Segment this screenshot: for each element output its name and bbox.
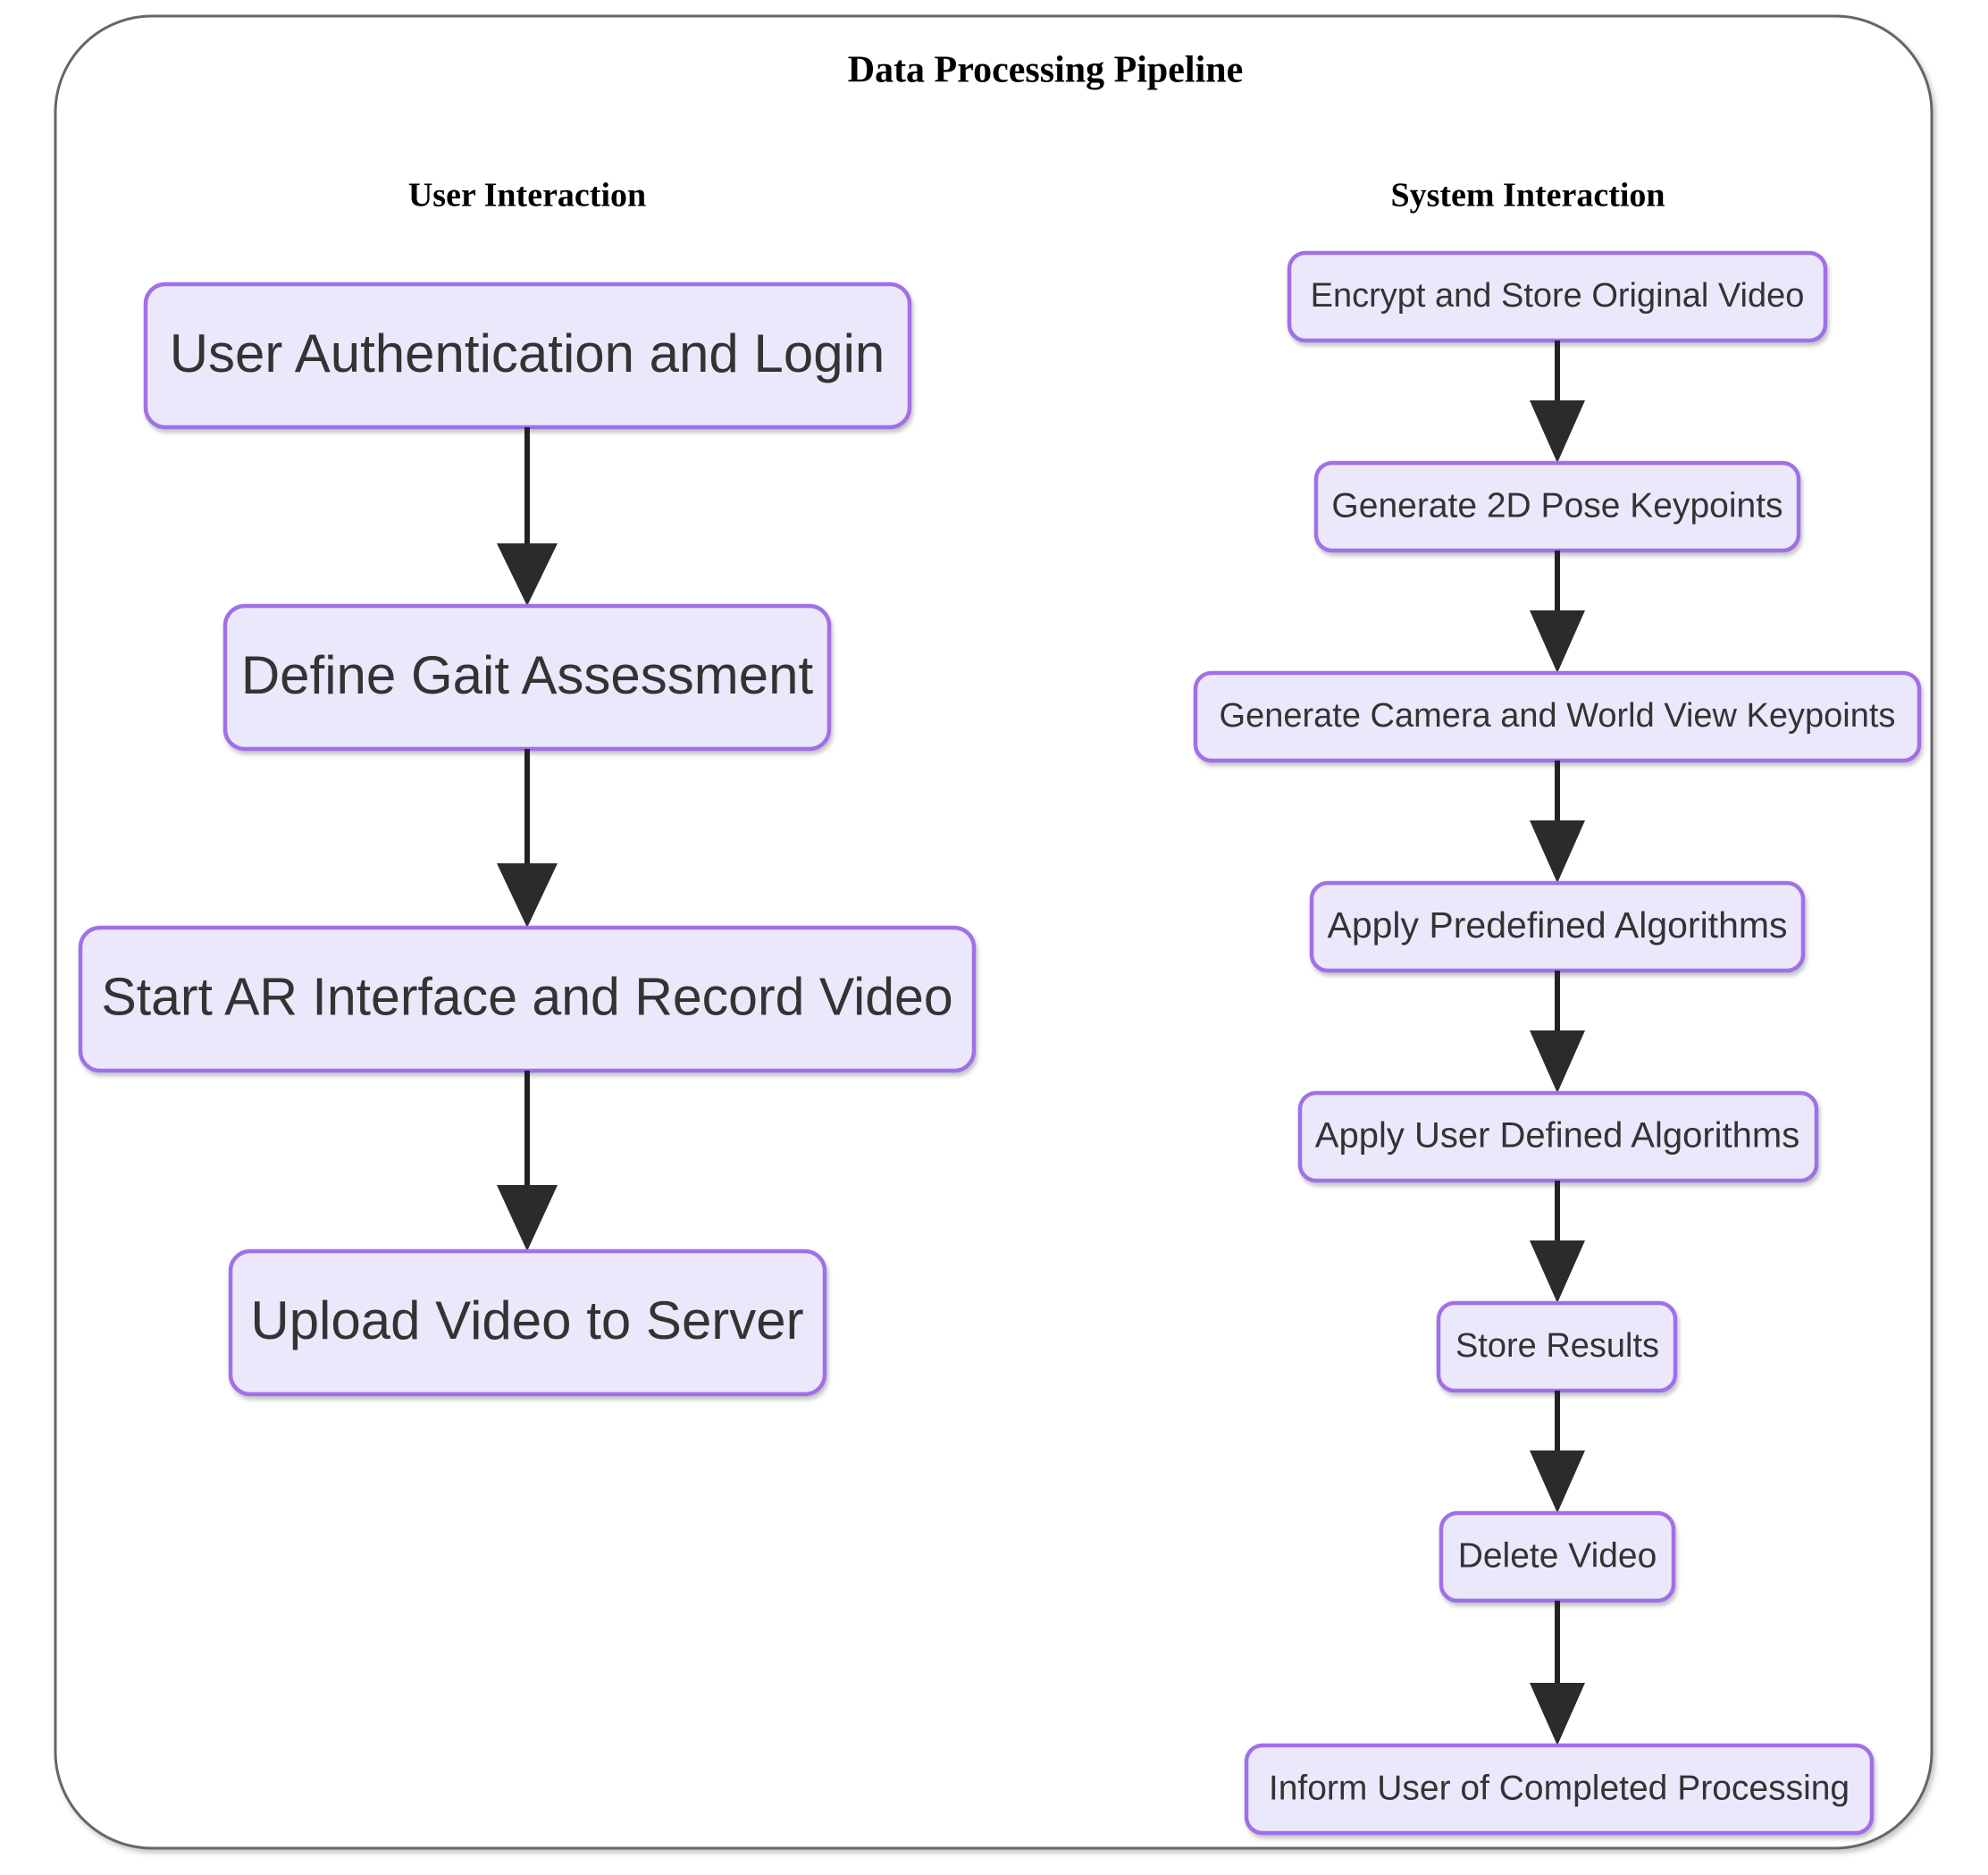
edge-u2-to-u3 xyxy=(497,749,558,928)
node-generate-camera-and-world-view-keypoints[interactable]: Generate Camera and World View Keypoints xyxy=(1193,670,1922,763)
node-generate-2d-pose-keypoints[interactable]: Generate 2D Pose Keypoints xyxy=(1313,460,1801,553)
node-label: Start AR Interface and Record Video xyxy=(101,968,952,1027)
edge-s2-to-s3 xyxy=(1530,551,1585,673)
node-delete-video[interactable]: Delete Video xyxy=(1439,1510,1676,1603)
edge-s6-to-s7 xyxy=(1530,1391,1585,1513)
node-box xyxy=(228,1249,827,1397)
edge-s1-to-s2 xyxy=(1530,341,1585,463)
node-box xyxy=(1244,1743,1875,1836)
node-label: Store Results xyxy=(1455,1327,1659,1365)
edge-s7-to-s8 xyxy=(1530,1601,1585,1745)
edge-u3-to-u4 xyxy=(497,1071,558,1251)
node-store-results[interactable]: Store Results xyxy=(1436,1300,1678,1393)
page-title: Data Processing Pipeline xyxy=(848,50,1244,91)
lane-title-system-interaction: System Interaction xyxy=(1390,177,1665,214)
node-label: User Authentication and Login xyxy=(170,324,885,383)
node-label: Delete Video xyxy=(1458,1536,1657,1575)
node-define-gait-assessment[interactable]: Define Gait Assessment xyxy=(222,603,832,752)
edge-u1-to-u2 xyxy=(497,427,558,606)
edge-s3-to-s4 xyxy=(1530,761,1585,883)
node-label: Inform User of Completed Processing xyxy=(1269,1769,1850,1807)
node-user-authentication-and-login[interactable]: User Authentication and Login xyxy=(143,282,912,430)
lane-title-user-interaction: User Interaction xyxy=(408,177,646,214)
edge-s4-to-s5 xyxy=(1530,971,1585,1093)
node-inform-user-of-completed-processing[interactable]: Inform User of Completed Processing xyxy=(1244,1743,1875,1836)
node-label: Upload Video to Server xyxy=(250,1291,803,1350)
node-apply-predefined-algorithms[interactable]: Apply Predefined Algorithms xyxy=(1309,880,1806,973)
node-label: Apply Predefined Algorithms xyxy=(1327,904,1787,946)
node-label: Generate Camera and World View Keypoints xyxy=(1220,697,1896,735)
node-label: Apply User Defined Algorithms xyxy=(1315,1116,1799,1156)
node-label: Encrypt and Store Original Video xyxy=(1311,277,1805,315)
node-apply-user-defined-algorithms[interactable]: Apply User Defined Algorithms xyxy=(1297,1090,1819,1183)
node-start-ar-interface-and-record-video[interactable]: Start AR Interface and Record Video xyxy=(78,925,977,1073)
node-upload-video-to-server[interactable]: Upload Video to Server xyxy=(228,1249,827,1397)
edge-s5-to-s6 xyxy=(1530,1181,1585,1303)
node-encrypt-and-store-original-video[interactable]: Encrypt and Store Original Video xyxy=(1287,250,1828,343)
node-label: Define Gait Assessment xyxy=(241,645,814,705)
node-label: Generate 2D Pose Keypoints xyxy=(1331,486,1782,525)
